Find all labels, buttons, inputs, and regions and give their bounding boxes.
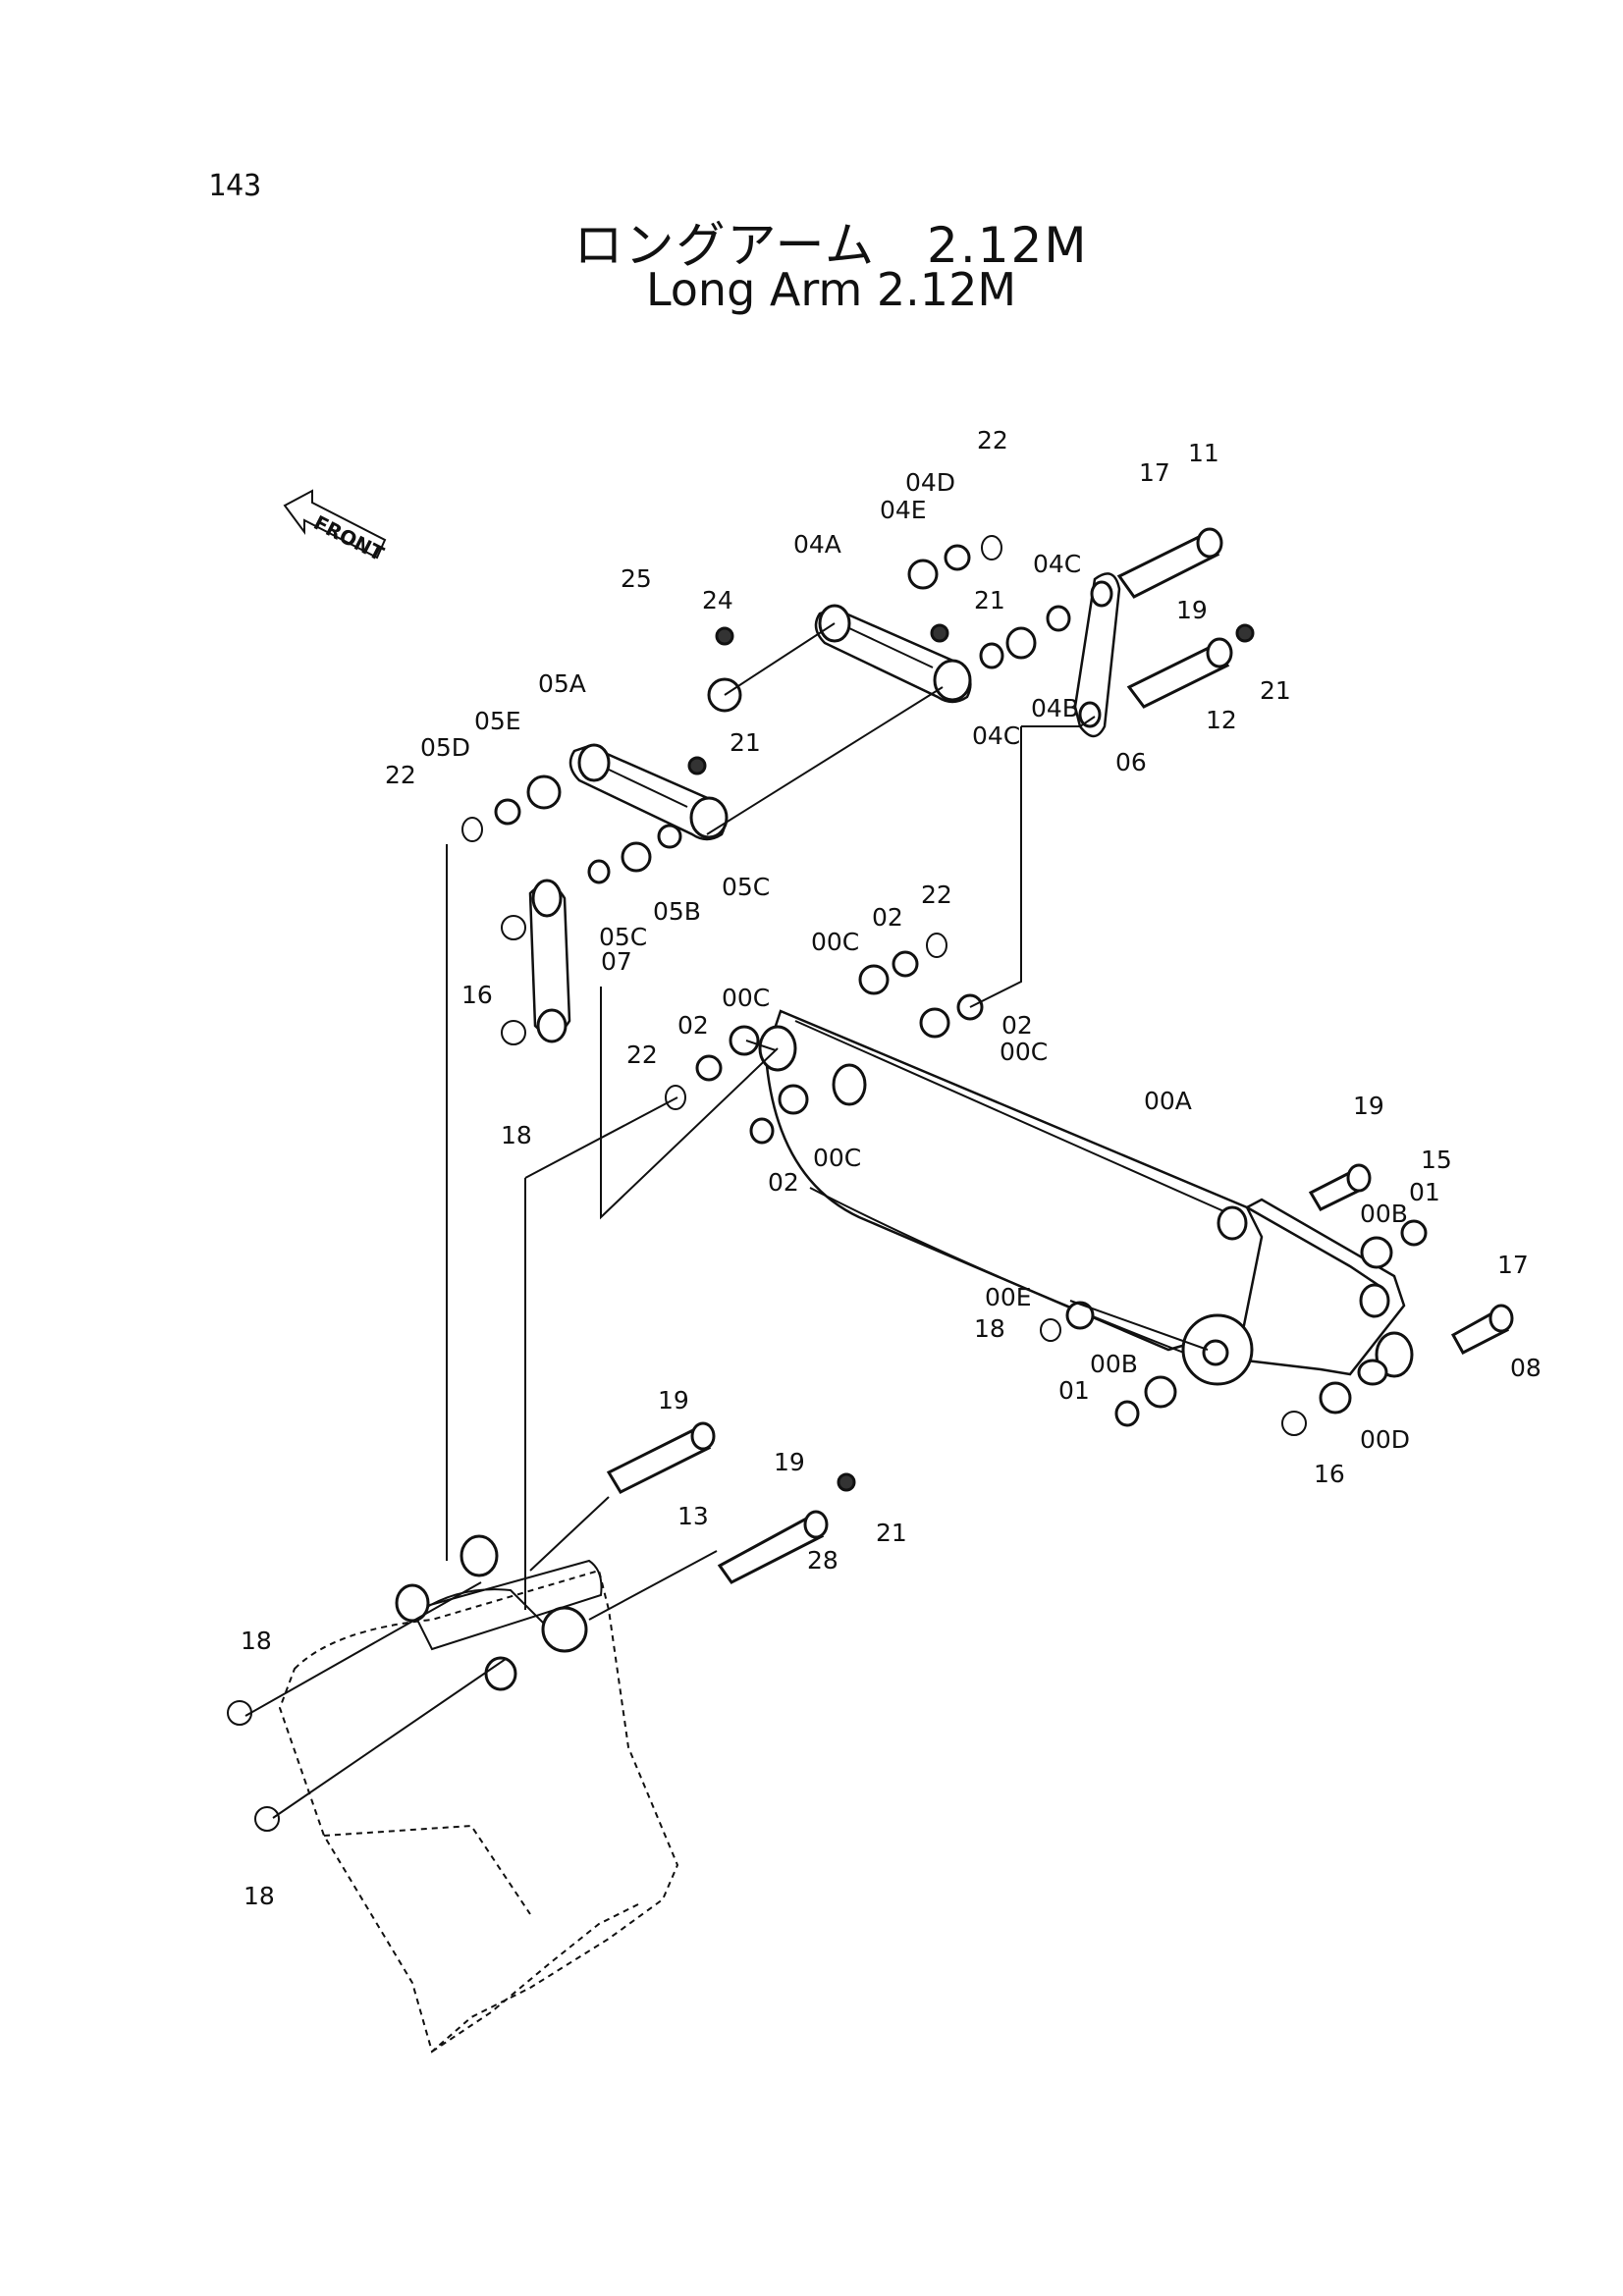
label-21: 21 <box>876 1519 907 1547</box>
label-22: 22 <box>626 1041 658 1069</box>
label-18: 18 <box>501 1121 532 1149</box>
label-11: 11 <box>1188 439 1219 467</box>
label-22: 22 <box>385 761 416 789</box>
label-18: 18 <box>243 1882 275 1910</box>
label-00c: 00C <box>1000 1038 1048 1066</box>
link-07 <box>528 879 571 1043</box>
label-02: 02 <box>677 1011 709 1040</box>
label-05a: 05A <box>538 669 586 698</box>
label-00a: 00A <box>1144 1087 1192 1115</box>
plate-06 <box>1073 572 1121 738</box>
label-01: 01 <box>1409 1178 1440 1206</box>
pin-08 <box>1450 1304 1514 1355</box>
label-05c: 05C <box>722 873 770 901</box>
small-parts <box>227 535 1428 1832</box>
label-18: 18 <box>974 1314 1005 1343</box>
label-05e: 05E <box>474 707 521 735</box>
label-00b: 00B <box>1090 1350 1138 1378</box>
label-24: 24 <box>702 586 733 614</box>
label-25: 25 <box>621 564 652 593</box>
label-28: 28 <box>807 1546 839 1575</box>
page-number: 143 <box>208 169 262 203</box>
label-04e: 04E <box>880 496 927 524</box>
label-21: 21 <box>730 728 761 757</box>
label-15: 15 <box>1421 1146 1452 1174</box>
label-00e: 00E <box>985 1283 1032 1311</box>
label-06: 06 <box>1115 748 1147 776</box>
pin-28 <box>717 1510 829 1584</box>
label-12: 12 <box>1206 706 1237 734</box>
arm-body <box>758 1009 1414 1386</box>
label-02: 02 <box>872 903 903 932</box>
label-04b: 04B <box>1031 694 1079 722</box>
link-04a <box>814 604 972 704</box>
label-00d: 00D <box>1360 1425 1410 1454</box>
label-16: 16 <box>461 981 493 1009</box>
label-04d: 04D <box>905 468 955 497</box>
front-label: FRONT <box>310 510 388 565</box>
label-05c: 05C <box>599 923 647 951</box>
label-04c: 04C <box>1033 550 1081 578</box>
label-02: 02 <box>1001 1011 1033 1040</box>
label-13: 13 <box>677 1502 709 1530</box>
label-00c: 00C <box>813 1144 861 1172</box>
label-00b: 00B <box>1360 1200 1408 1228</box>
label-17: 17 <box>1497 1251 1529 1279</box>
bucket <box>278 1534 679 2054</box>
label-07: 07 <box>601 947 632 976</box>
connector-lines <box>244 622 1209 1819</box>
label-04c: 04C <box>972 721 1020 750</box>
label-19: 19 <box>774 1448 805 1476</box>
label-22: 22 <box>977 426 1008 454</box>
label-17: 17 <box>1139 458 1170 487</box>
label-19: 19 <box>1353 1092 1384 1120</box>
label-00c: 00C <box>722 984 770 1012</box>
label-05d: 05D <box>420 733 470 762</box>
label-19: 19 <box>1176 596 1208 624</box>
label-02: 02 <box>768 1168 799 1197</box>
label-04a: 04A <box>793 530 841 559</box>
label-21: 21 <box>974 586 1005 614</box>
title-english: Long Arm 2.12M <box>645 263 1017 316</box>
label-22: 22 <box>921 881 952 909</box>
front-arrow-icon: FRONT <box>283 489 388 565</box>
label-00c: 00C <box>811 928 859 956</box>
pin-13 <box>606 1421 716 1494</box>
label-16: 16 <box>1314 1460 1345 1488</box>
part-number-labels: 22 11 17 04D 04E 04A 04C 25 24 21 19 21 … <box>241 426 1542 1910</box>
pin-12 <box>1126 637 1233 709</box>
label-01: 01 <box>1058 1376 1090 1405</box>
label-05b: 05B <box>653 897 701 926</box>
pin-15 <box>1308 1163 1372 1211</box>
pin-11 <box>1116 527 1223 599</box>
title-japanese: ロングアーム 2.12M <box>573 217 1089 274</box>
label-21: 21 <box>1260 676 1291 705</box>
label-08: 08 <box>1510 1354 1542 1382</box>
label-18: 18 <box>241 1627 272 1655</box>
label-19: 19 <box>658 1386 689 1415</box>
